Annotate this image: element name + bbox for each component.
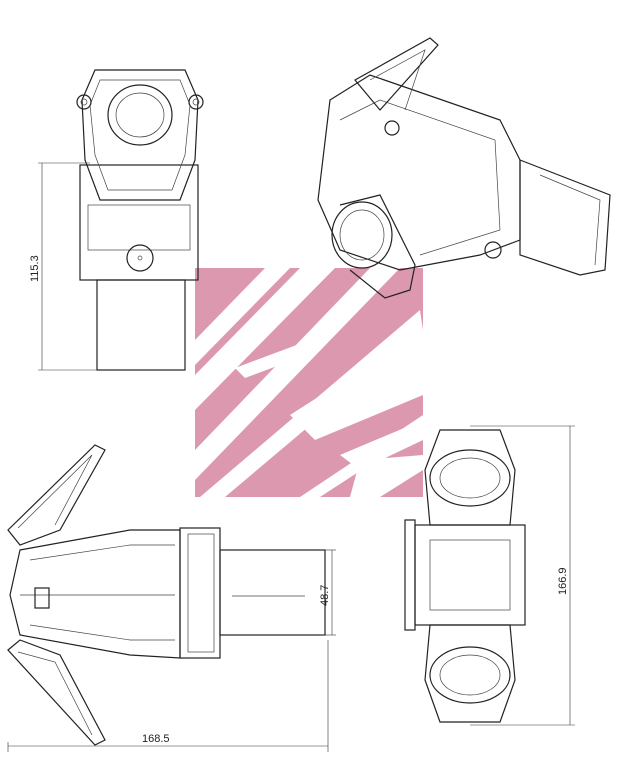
dimension-front-height: 115.3	[29, 255, 41, 282]
dimension-side-diameter: 48.7	[319, 585, 331, 606]
watermark-logo	[195, 268, 423, 497]
isometric-view	[317, 37, 611, 299]
dimension-side-length: 168.5	[142, 733, 170, 745]
side-view: 168.5 48.7	[7, 444, 336, 752]
bottom-view: 166.9	[404, 425, 575, 726]
dimension-bottom-height: 166.9	[557, 567, 569, 595]
front-view: 115.3	[29, 69, 204, 371]
